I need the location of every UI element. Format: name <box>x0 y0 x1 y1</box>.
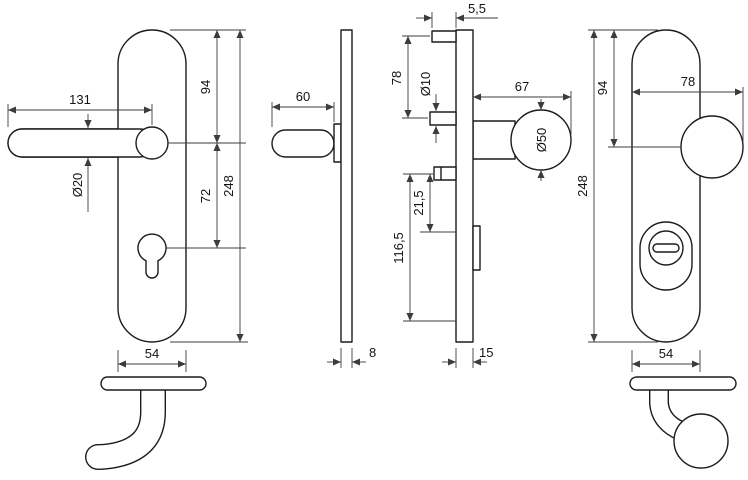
exterior-front-dimensions: 78 94 248 54 <box>575 29 744 372</box>
dim-exterior-plate-width: 54 <box>659 346 673 361</box>
lever-grip-side <box>271 129 335 158</box>
knob-neck-side <box>472 120 516 160</box>
lever-bottom-fill <box>86 380 165 469</box>
interior-backplate-side <box>340 29 353 343</box>
dim-top-to-handle: 94 <box>198 80 213 94</box>
dim-screw-span: 116,5 <box>391 232 406 264</box>
dim-exterior-plate-thickness: 15 <box>479 345 493 360</box>
handle-rose-side <box>333 123 342 163</box>
exterior-side-dimensions: 5,5 78 Ø10 21,5 116,5 15 67 Ø50 <box>389 1 572 368</box>
interior-front-view <box>7 29 187 343</box>
cylinder-guard-slot <box>652 243 680 253</box>
exterior-bottom-view <box>629 376 737 469</box>
dim-plate-width: 54 <box>145 346 159 361</box>
dim-spindle-diameter: Ø10 <box>418 72 433 97</box>
top-fixing-pin <box>431 30 457 43</box>
exterior-plate-bottom-edge <box>629 376 737 391</box>
interior-side-dimensions: 60 8 <box>271 89 376 368</box>
dim-overall-width: 78 <box>681 74 695 89</box>
interior-plate-bottom-edge <box>100 376 207 391</box>
dim-exterior-plate-height: 248 <box>575 175 590 197</box>
dim-top-to-spindle: 78 <box>389 71 404 85</box>
dim-handle-projection: 60 <box>296 89 310 104</box>
cylinder-protrusion <box>472 225 481 271</box>
spindle-pin <box>429 111 457 126</box>
knob-ball-bottom <box>673 413 729 469</box>
dim-spindle-to-screw: 21,5 <box>411 190 426 215</box>
dim-plate-height: 248 <box>221 175 236 197</box>
dim-handle-to-cylinder: 72 <box>198 189 213 203</box>
interior-side-view <box>271 29 353 343</box>
dim-pin-offset: 5,5 <box>468 1 486 16</box>
dim-lever-diameter: Ø20 <box>70 173 85 198</box>
dim-interior-plate-thickness: 8 <box>369 345 376 360</box>
exterior-side-view <box>429 29 572 343</box>
lever-grip <box>7 128 155 158</box>
interior-bottom-view <box>85 376 207 470</box>
dim-lever-length: 131 <box>69 92 91 107</box>
exterior-front-view <box>631 29 744 343</box>
handle-rose <box>135 126 169 160</box>
dim-knob-projection: 67 <box>515 79 529 94</box>
dim-top-to-knob: 94 <box>595 81 610 95</box>
dim-knob-diameter: Ø50 <box>534 128 549 153</box>
fixing-screw <box>433 166 457 181</box>
interior-backplate <box>117 29 187 343</box>
euro-cylinder-keyhole <box>137 233 167 279</box>
interior-front-dimensions: 131 94 72 248 Ø20 54 <box>7 29 248 372</box>
knob-front <box>680 115 744 179</box>
exterior-backplate-side <box>455 29 474 343</box>
